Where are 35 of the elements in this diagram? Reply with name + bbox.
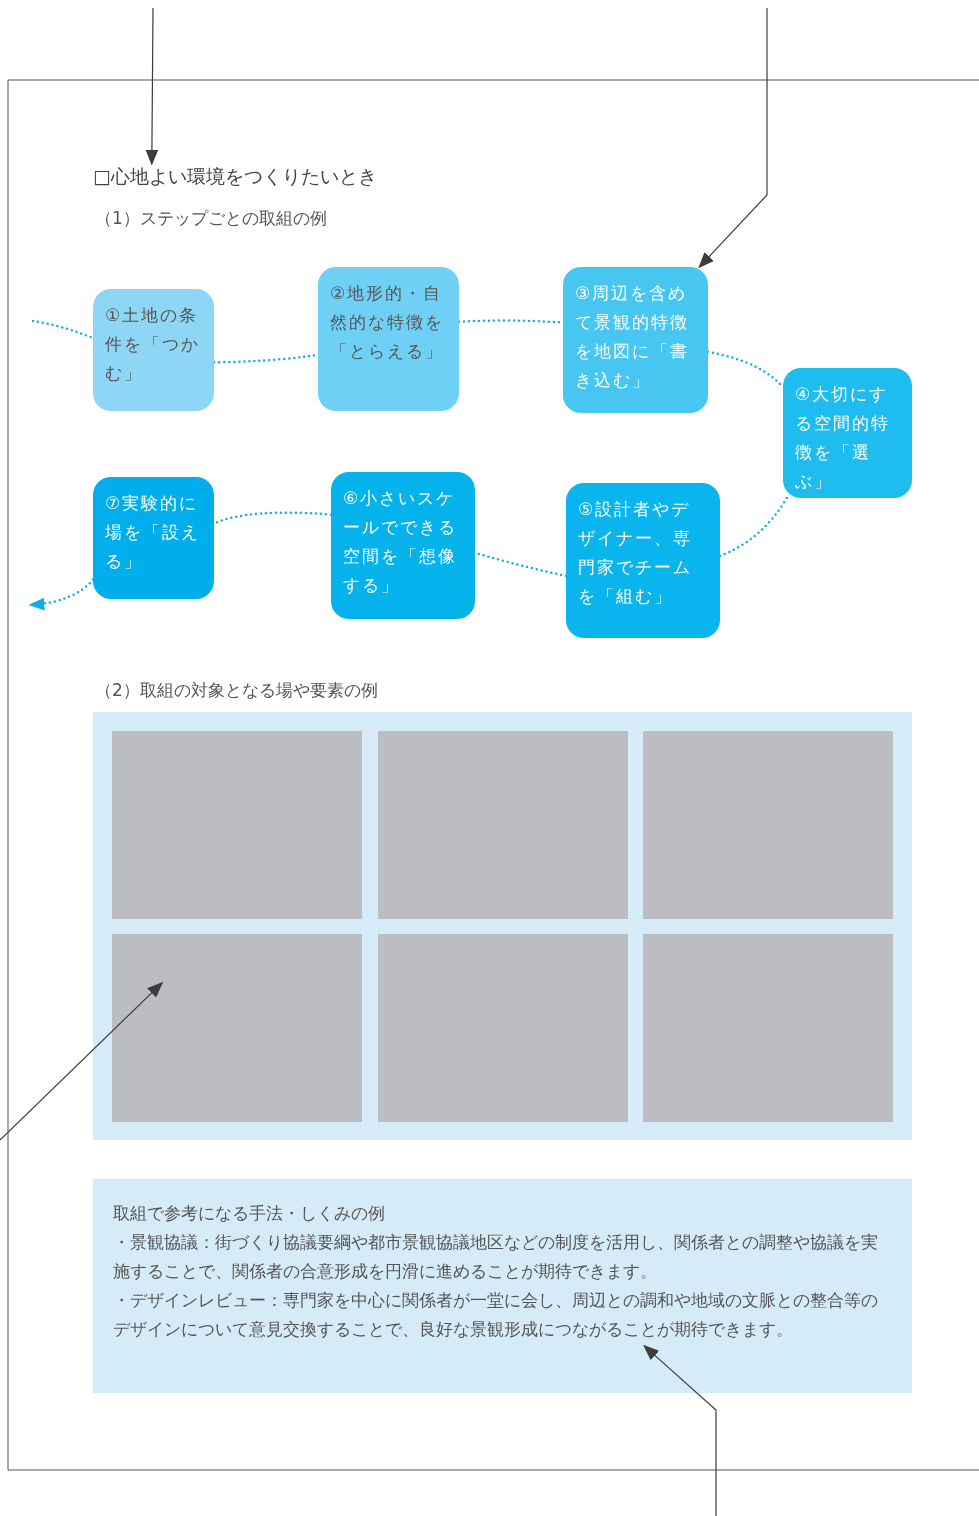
dotted-connector (718, 496, 789, 558)
photo-placeholder (643, 731, 893, 919)
step-box (93, 289, 214, 411)
leader-line (145, 7, 159, 166)
step-box (93, 477, 214, 599)
step-text: ⑦実験的に場を「設える」 (105, 492, 201, 573)
step-text: ②地形的・自然的な特徴を「とらえる」 (330, 282, 445, 363)
step-box (318, 267, 459, 411)
photo-panel (93, 712, 912, 1140)
dotted-connector (28, 578, 95, 611)
photo-placeholder (112, 934, 362, 1122)
step-text: ④大切にする空間的特徴を「選ぶ」 (795, 383, 891, 493)
section-label: （2）取組の対象となる場や要素の例 (95, 679, 378, 702)
photo-placeholder (643, 934, 893, 1122)
step-box (331, 472, 475, 619)
step-text: ①土地の条件を「つかむ」 (105, 304, 201, 385)
step-box (783, 368, 912, 498)
note-box (93, 1179, 912, 1393)
note-paragraph: ・デザインレビュー：専門家を中心に関係者が一堂に会し、周辺との調和や地域の文脈との整合等のデザインについて意見交換することで、良好な景観形成につながることが期待できます。 (113, 1289, 879, 1341)
section-label: （1）ステップごとの取組の例 (95, 207, 327, 230)
note-heading: 取組で参考になる手法・しくみの例 (113, 1202, 386, 1225)
leader-line (643, 1344, 717, 1516)
step-text: ⑥小さいスケールでできる空間を「想像する」 (343, 487, 458, 597)
leader-line (698, 7, 768, 269)
step-box (566, 483, 720, 638)
leader-line (0, 981, 164, 1141)
photo-placeholder (378, 934, 628, 1122)
photo-placeholder (378, 731, 628, 919)
step-text: ⑤設計者やデザイナー、専門家でチームを「組む」 (578, 498, 693, 608)
heading-text: □心地よい環境をつくりたいとき (93, 164, 513, 196)
dotted-connector (31, 319, 95, 340)
note-paragraph: ・景観協議：街づくり協議要綱や都市景観協議地区などの制度を活用し、関係者との調整や協議を実施することで、関係者の合意形成を円滑に進めることが期待できます。 (113, 1231, 879, 1283)
step-text: ③周辺を含めて景観的特徴を地図に「書き込む」 (575, 282, 690, 392)
step-box (563, 267, 708, 413)
photo-placeholder (112, 731, 362, 919)
